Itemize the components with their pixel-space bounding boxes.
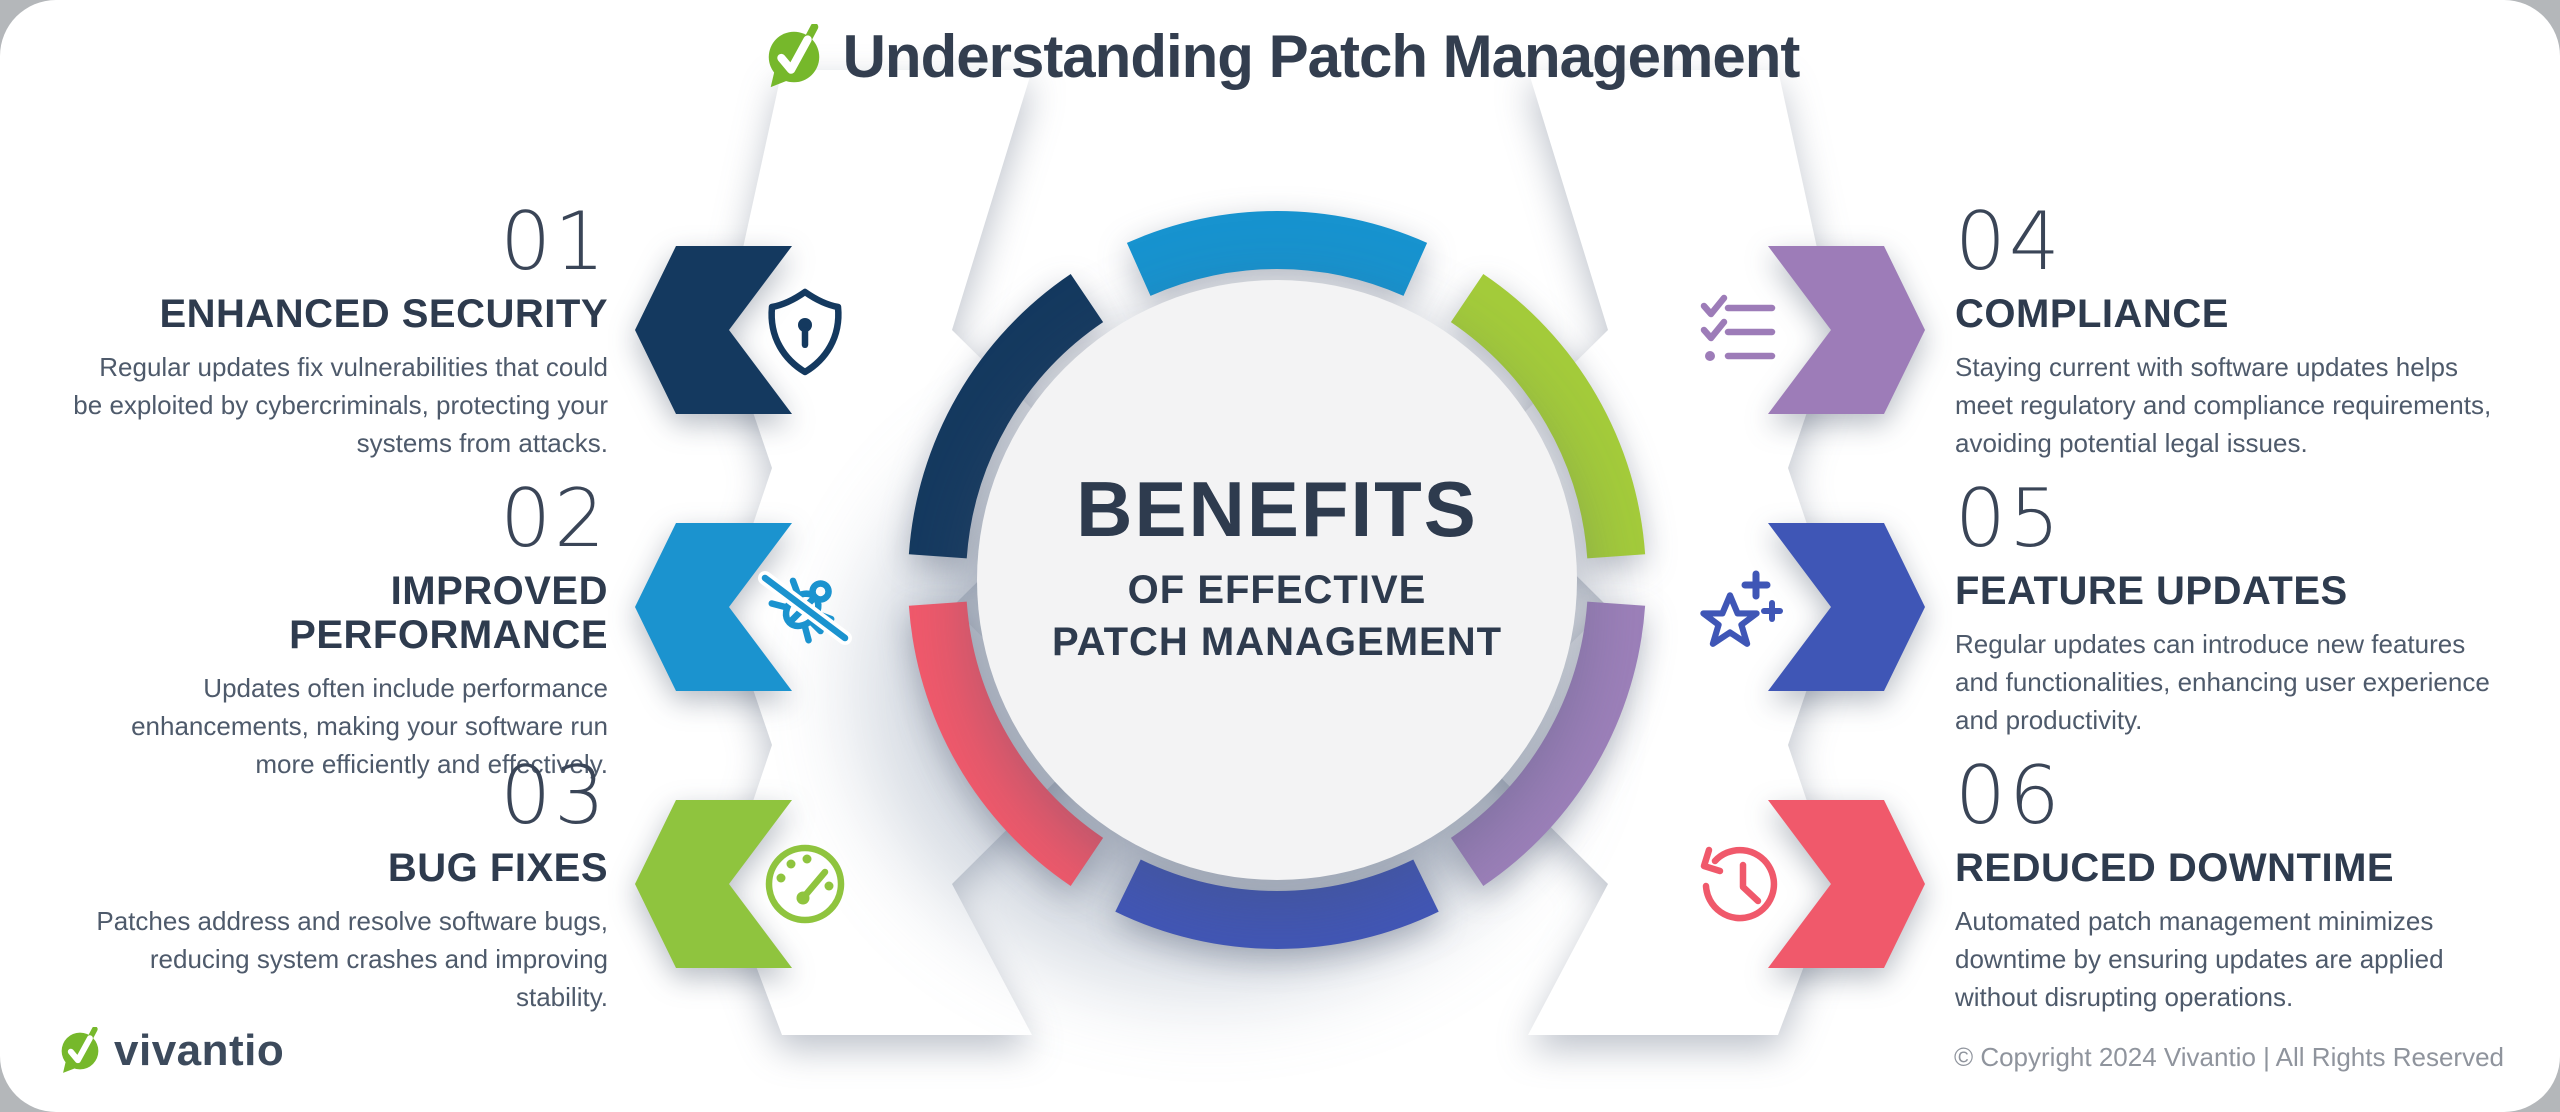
item-number: 06 — [1955, 749, 2063, 842]
ring-segment-lower-left — [908, 601, 1104, 886]
item-number: 04 — [1955, 195, 2063, 288]
benefits-circle — [977, 280, 1577, 880]
item-03-arrow — [635, 800, 792, 968]
item-title: FEATURE UPDATES — [1955, 569, 2348, 613]
item-body: Updates often include performance enhanc… — [131, 673, 608, 779]
item-body: Regular updates can introduce new featur… — [1955, 629, 2490, 735]
item-body: Automated patch management minimizes dow… — [1955, 906, 2444, 1012]
center-label: BENEFITS OF EFFECTIVE PATCH MANAGEMENT — [967, 468, 1587, 668]
item-body: Patches address and resolve software bug… — [96, 906, 608, 1012]
ring-segment-lower-right — [1450, 601, 1646, 886]
ring-segment-bottom — [1115, 859, 1439, 949]
copyright-text: © Copyright 2024 Vivantio | All Rights R… — [1953, 1042, 2504, 1072]
footer-brand-wordmark: vivantio — [114, 1026, 285, 1075]
item-title: COMPLIANCE — [1955, 292, 2229, 336]
center-subheading-line2: PATCH MANAGEMENT — [1051, 620, 1503, 664]
benefits-ring — [908, 211, 1646, 949]
page-title: Understanding Patch Management — [842, 23, 1801, 90]
item-body: Regular updates fix vulnerabilities that… — [73, 352, 608, 458]
star-plus-icon — [1700, 570, 1783, 647]
shield-keyhole-icon — [768, 288, 842, 376]
item-04-arrow — [1768, 246, 1925, 414]
vivantio-logo-icon — [768, 23, 819, 87]
ring-segment-top — [1126, 211, 1428, 297]
item-number: 03 — [500, 749, 608, 842]
benefit-item-01: 01 ENHANCED SECURITY Regular updates fix… — [68, 200, 608, 462]
no-bug-icon — [758, 571, 852, 645]
item-title: IMPROVED PERFORMANCE — [289, 569, 608, 657]
ring-segment-upper-left — [908, 274, 1104, 559]
center-heading: BENEFITS — [1076, 465, 1478, 553]
item-number: 05 — [1955, 472, 2063, 565]
benefit-item-02: 02 IMPROVED PERFORMANCE Updates often in… — [68, 477, 608, 783]
vivantio-logo-icon — [61, 1027, 99, 1073]
footer-brand: vivantio — [56, 1026, 284, 1076]
benefit-item-06: 06 REDUCED DOWNTIME Automated patch mana… — [1955, 754, 2500, 1016]
benefit-item-05: 05 FEATURE UPDATES Regular updates can i… — [1955, 477, 2500, 739]
item-02-arrow — [635, 523, 792, 691]
checklist-icon — [1700, 294, 1776, 361]
item-number: 01 — [500, 195, 608, 288]
item-body: Staying current with software updates he… — [1955, 352, 2492, 458]
item-05-arrow — [1768, 523, 1925, 691]
item-06-arrow — [1768, 800, 1925, 968]
item-title: BUG FIXES — [387, 846, 608, 890]
benefit-item-03: 03 BUG FIXES Patches address and resolve… — [68, 754, 608, 1016]
item-01-arrow — [635, 246, 792, 414]
item-number: 02 — [500, 472, 608, 565]
item-title: ENHANCED SECURITY — [159, 292, 608, 336]
center-subheading: OF EFFECTIVE PATCH MANAGEMENT — [967, 564, 1587, 668]
header: Understanding Patch Management — [0, 22, 2560, 91]
center-subheading-line1: OF EFFECTIVE — [1127, 568, 1427, 612]
history-clock-icon — [1700, 846, 1778, 922]
item-title: REDUCED DOWNTIME — [1955, 846, 2395, 890]
ring-segment-upper-right — [1450, 274, 1646, 559]
speedometer-icon — [765, 844, 845, 924]
benefit-item-04: 04 COMPLIANCE Staying current with softw… — [1955, 200, 2500, 462]
